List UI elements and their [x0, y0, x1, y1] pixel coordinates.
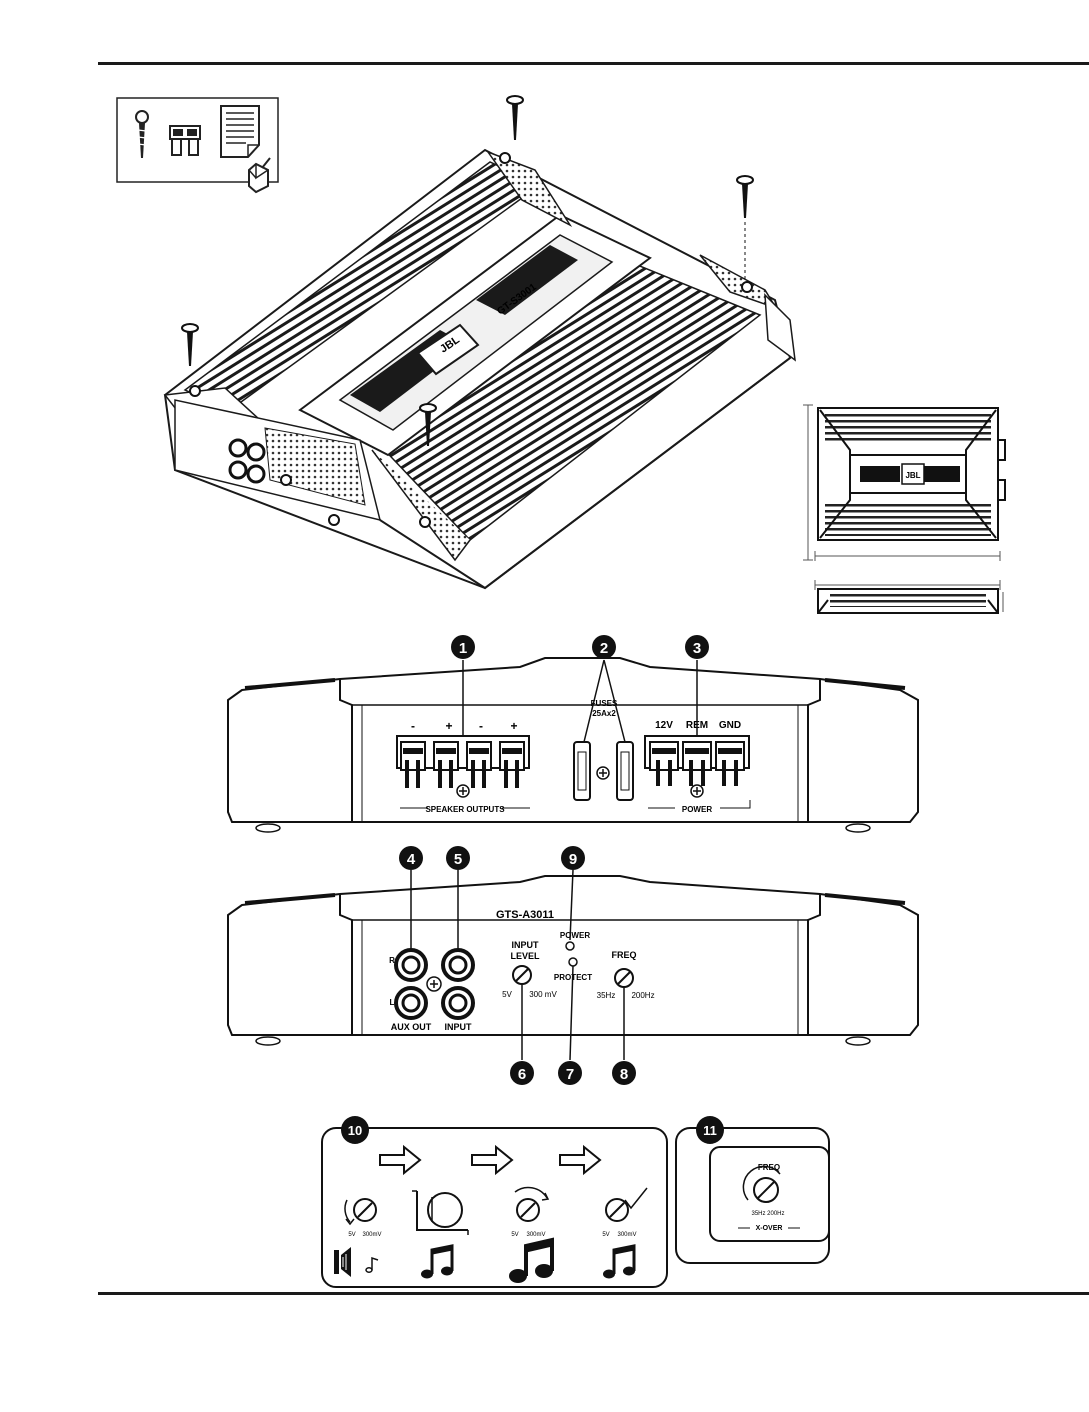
screw-icon — [182, 324, 198, 366]
input-label: INPUT — [445, 1022, 473, 1032]
callout-7: 7 — [558, 1061, 582, 1085]
protect-led — [569, 958, 577, 966]
power-led-label: POWER — [560, 931, 590, 940]
knob-min-label: 5V — [348, 1232, 355, 1238]
callout-9: 9 — [561, 846, 585, 870]
level-min-label: 5V — [502, 990, 512, 999]
panel-b-signal-side: GTS-A3011 R L AUX OUT INPUT INPUT LEVEL … — [228, 870, 918, 1060]
callout-5: 5 — [446, 846, 470, 870]
terminal-gnd-label: GND — [719, 720, 741, 731]
freq-min-label: 35Hz — [597, 991, 616, 1000]
knob-max-label: 300mV — [362, 1232, 381, 1238]
amplifier-top-view: JBL — [803, 405, 1005, 561]
callout-2: 2 — [592, 635, 616, 659]
speaker-polarity-4: + — [510, 719, 517, 733]
freq-max-label: 200Hz — [631, 991, 654, 1000]
knob-min-label: 5V — [511, 1232, 518, 1238]
freq-label: FREQ — [611, 950, 636, 960]
svg-text:9: 9 — [569, 851, 577, 868]
svg-text:3: 3 — [693, 640, 701, 657]
svg-text:11: 11 — [703, 1123, 717, 1138]
callout-10: 10 — [341, 1116, 369, 1144]
svg-text:2: 2 — [600, 640, 608, 657]
screw-icon — [507, 96, 523, 140]
callout-6: 6 — [510, 1061, 534, 1085]
svg-text:5: 5 — [454, 851, 462, 868]
speaker-polarity-2: + — [445, 719, 452, 733]
svg-text:6: 6 — [518, 1066, 526, 1083]
manual-icon — [221, 106, 259, 157]
input-level-label-1: INPUT — [512, 940, 540, 950]
callout-1: 1 — [451, 635, 475, 659]
fuses-rating-label: 25Ax2 — [592, 709, 616, 718]
amplifier-side-view — [815, 580, 1003, 613]
aux-out-label: AUX OUT — [391, 1022, 432, 1032]
callout-11: 11 — [696, 1116, 724, 1144]
panel-a-power-side: - + - + SPEAKER OUTPUTS FU — [228, 658, 918, 832]
power-led — [566, 942, 574, 950]
svg-text:10: 10 — [348, 1123, 362, 1138]
knob-max-label: 300mV — [526, 1232, 545, 1238]
input-level-label-2: LEVEL — [510, 951, 540, 961]
svg-text:4: 4 — [407, 851, 416, 868]
speaker-polarity-1: - — [411, 719, 415, 733]
right-channel-mark: R — [389, 956, 395, 965]
model-label: GTS-A3011 — [496, 909, 554, 921]
speaker-polarity-3: - — [479, 719, 483, 733]
knob-min-label: 5V — [602, 1232, 609, 1238]
xover-range-label: 35Hz 200Hz — [751, 1211, 784, 1217]
left-channel-mark: L — [390, 998, 395, 1007]
xover-label: X-OVER — [756, 1225, 783, 1232]
power-label: POWER — [682, 805, 712, 814]
screw-icon — [737, 176, 753, 280]
svg-text:1: 1 — [459, 640, 467, 657]
panel-11-crossover: FREQ 35Hz 200Hz X-OVER — [676, 1128, 829, 1263]
panel-10-level-setup: 5V 300mV 5V 300mV 5V 300mV — [322, 1128, 667, 1287]
callout-3: 3 — [685, 635, 709, 659]
level-max-label: 300 mV — [529, 990, 557, 999]
svg-text:7: 7 — [566, 1066, 574, 1083]
callout-8: 8 — [612, 1061, 636, 1085]
accessories-box — [117, 98, 278, 192]
callout-4: 4 — [399, 846, 423, 870]
terminal-12v-label: 12V — [655, 720, 673, 731]
top-view-logo: JBL — [905, 471, 920, 480]
speaker-outputs-label: SPEAKER OUTPUTS — [425, 805, 505, 814]
svg-text:8: 8 — [620, 1066, 628, 1083]
amplifier-isometric-view: JBL GT-S3001 — [165, 150, 795, 588]
knob-max-label: 300mV — [617, 1232, 636, 1238]
